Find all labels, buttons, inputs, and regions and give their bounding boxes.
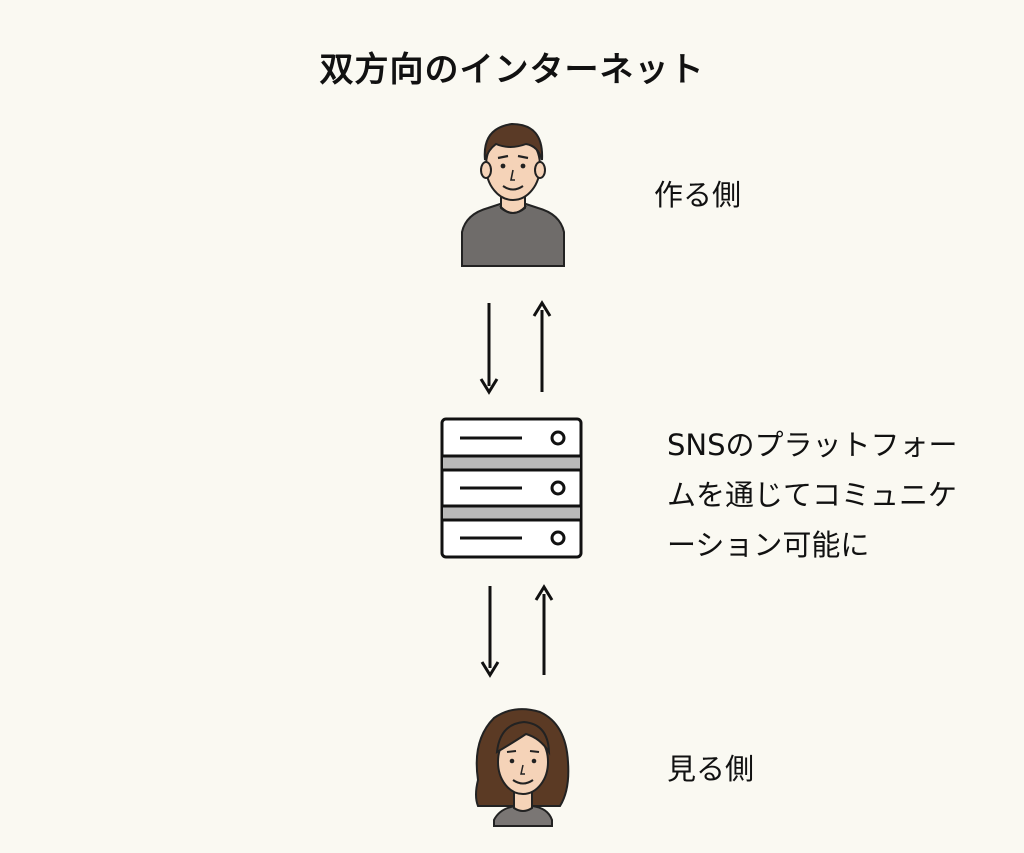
arrow-up-to-creator	[532, 300, 552, 392]
arrow-down-to-viewer	[480, 586, 500, 678]
platform-label: SNSのプラットフォームを通じてコミュニケーション可能に	[667, 428, 958, 562]
viewer-label: 見る側	[667, 752, 755, 786]
diagram-title: 双方向のインターネット	[319, 50, 705, 90]
man-avatar-icon	[461, 122, 565, 267]
arrow-down-to-platform	[479, 303, 499, 395]
creator-label: 作る側	[654, 178, 742, 212]
woman-avatar-icon	[475, 708, 570, 827]
arrow-up-to-platform	[534, 584, 554, 675]
server-icon	[440, 417, 583, 559]
